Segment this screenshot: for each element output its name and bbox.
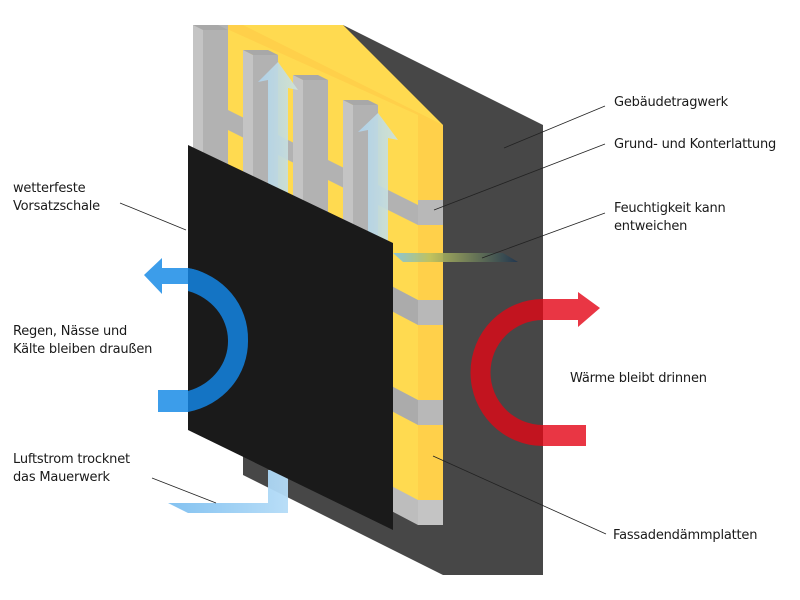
label-building-structure: Gebäudetragwerk <box>614 95 728 110</box>
label-insulation: Fassadendämmplatten <box>613 528 758 543</box>
label-rain: Regen, Nässe und Kälte bleiben draußen <box>13 324 153 357</box>
airflow-inlet-arrow <box>168 470 288 513</box>
weatherproof-cladding <box>188 145 393 530</box>
batten-3 <box>293 75 328 220</box>
leader-lines <box>119 105 607 535</box>
moisture-escape-band <box>393 253 518 262</box>
label-cladding: wetterfeste Vorsatzschale <box>13 181 100 214</box>
label-battens: Grund- und Konterlattung <box>614 137 777 152</box>
label-airflow: Luftstrom trocknet das Mauerwerk <box>13 452 130 485</box>
cold-deflection-arrow <box>144 258 249 412</box>
batten-1 <box>193 25 228 165</box>
label-moisture: Feuchtigkeit kann entweichen <box>614 201 726 234</box>
heat-retention-arrow <box>470 292 600 446</box>
label-heat: Wärme bleibt drinnen <box>570 371 707 386</box>
airflow-up-arrow-2 <box>358 113 398 260</box>
